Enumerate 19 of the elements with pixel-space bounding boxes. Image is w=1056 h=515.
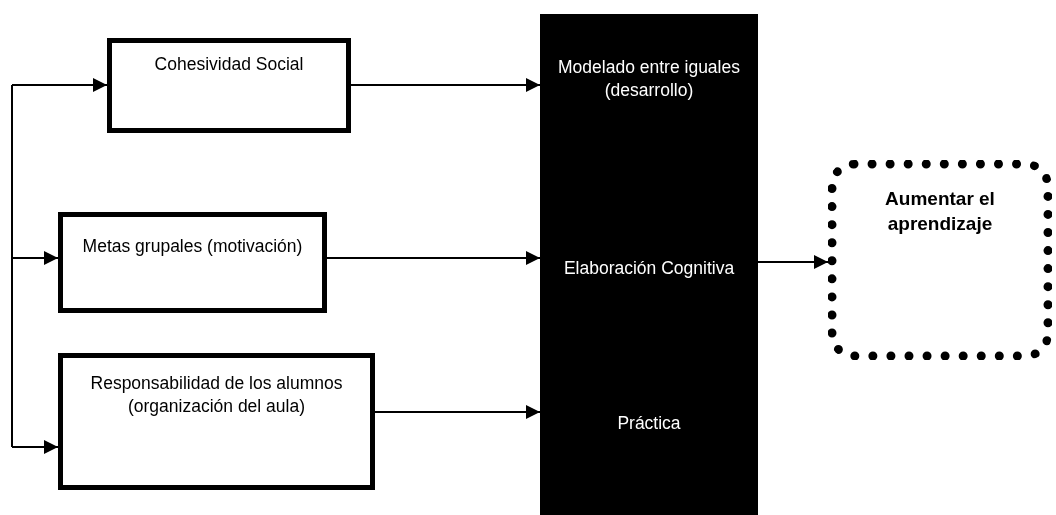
block-label: Modelado entre iguales (desarrollo) xyxy=(557,56,741,102)
process-box xyxy=(58,353,375,490)
process-box xyxy=(58,212,327,313)
connector-line xyxy=(11,84,13,448)
arrow xyxy=(374,405,541,419)
box-label: Responsabilidad de los alumnos (organización del aula) xyxy=(89,372,344,418)
box-label: Metas grupales (motivación) xyxy=(81,235,304,258)
box-label: Aumentar el aprendizaje xyxy=(884,187,996,236)
arrow xyxy=(350,78,541,92)
block-label: Elaboración Cognitiva xyxy=(562,257,736,280)
arrow xyxy=(11,251,59,265)
process-box xyxy=(107,38,351,133)
arrow xyxy=(11,440,59,454)
arrow xyxy=(757,255,829,269)
arrow xyxy=(11,78,108,92)
block-label: Práctica xyxy=(616,412,682,435)
box-label: Cohesividad Social xyxy=(153,53,305,76)
dark-block xyxy=(540,14,758,515)
arrow xyxy=(326,251,541,265)
